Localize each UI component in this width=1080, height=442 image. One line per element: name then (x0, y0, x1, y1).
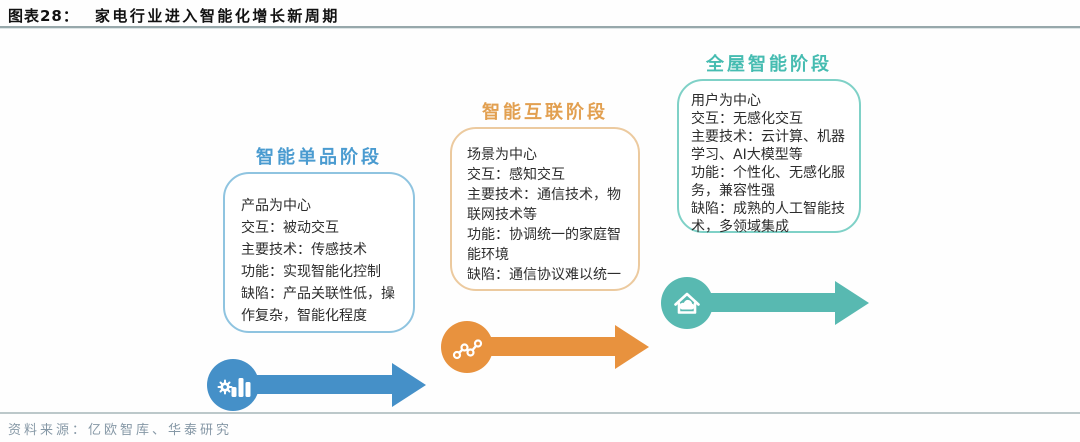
footer-divider (0, 412, 1080, 414)
gear-bar-chart-icon (207, 359, 259, 411)
stage3-arrow (687, 293, 836, 312)
stage1-description: 产品为中心 交互：被动交互 主要技术：传感技术 功能：实现智能化控制 缺陷：产品… (241, 198, 395, 324)
stage1-box: 产品为中心 交互：被动交互 主要技术：传感技术 功能：实现智能化控制 缺陷：产品… (223, 172, 415, 333)
stage2-title: 智能互联阶段 (482, 102, 608, 123)
trend-nodes-icon (441, 321, 493, 373)
header-divider (0, 26, 1080, 29)
figure-label: 图表28： (8, 7, 79, 25)
stage1-arrow (233, 375, 393, 394)
smart-home-cloud-icon (661, 277, 713, 329)
stage3-arrowhead (835, 281, 869, 325)
figure-header: 图表28： 家电行业进入智能化增长新周期 (8, 5, 340, 26)
stage1-title: 智能单品阶段 (256, 147, 382, 168)
stage3-box: 用户为中心 交互：无感化交互 主要技术：云计算、机器学习、AI大模型等 功能：个… (677, 79, 861, 235)
figure-title: 家电行业进入智能化增长新周期 (94, 7, 340, 25)
stage2-arrowhead (615, 325, 649, 369)
stage3-title: 全屋智能阶段 (706, 54, 832, 75)
stage2-box: 场景为中心 交互：感知交互 主要技术：通信技术，物联网技术等 功能：协调统一的家… (450, 127, 640, 291)
stage3-description: 用户为中心 交互：无感化交互 主要技术：云计算、机器学习、AI大模型等 功能：个… (691, 93, 845, 235)
stage2-arrow (467, 337, 616, 356)
source-note: 资料来源：亿欧智库、华泰研究 (8, 423, 233, 438)
stage2-description: 场景为中心 交互：感知交互 主要技术：通信技术，物联网技术等 功能：协调统一的家… (467, 147, 621, 283)
stage1-arrowhead (392, 363, 426, 407)
